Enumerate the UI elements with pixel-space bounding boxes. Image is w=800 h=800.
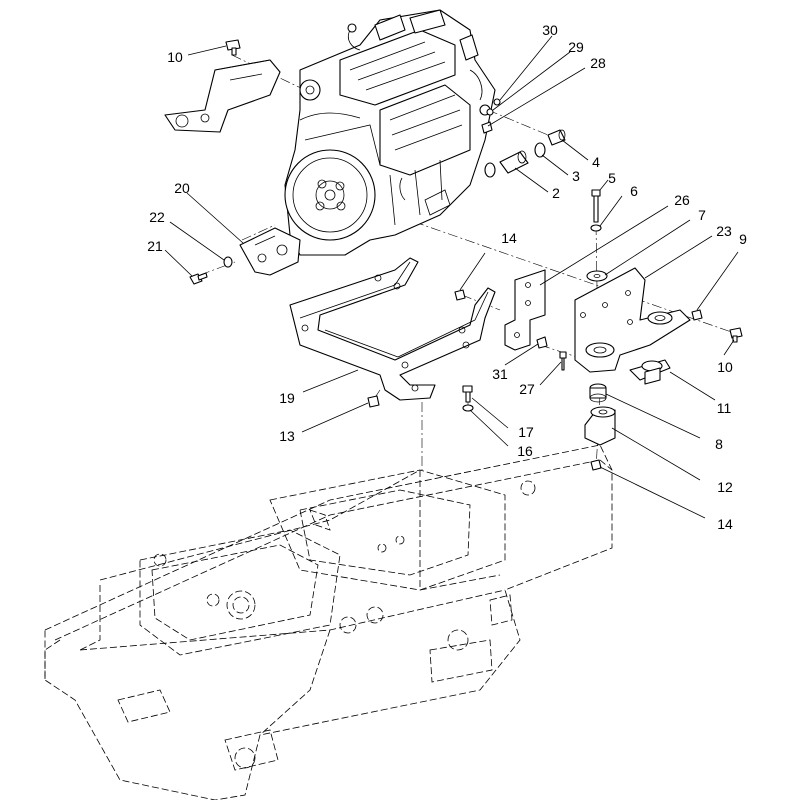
- engine-support-frame-19: [289, 257, 496, 401]
- bracket-26: [504, 269, 546, 351]
- callout-6: 6: [630, 183, 638, 199]
- callout-11: 11: [717, 400, 732, 416]
- bolt-27: [559, 351, 567, 371]
- washer-7: [586, 270, 608, 282]
- callout-4: 4: [592, 154, 600, 170]
- callout-26: 26: [674, 192, 690, 208]
- callout-12: 12: [717, 479, 733, 495]
- callout-19: 19: [279, 390, 295, 406]
- bushing-4: [547, 129, 566, 146]
- callout-31: 31: [492, 366, 508, 382]
- callout-21: 21: [147, 238, 163, 254]
- bolt-10-lower: [729, 327, 743, 343]
- washer-22: [223, 256, 233, 268]
- callout-20: 20: [174, 180, 190, 196]
- callout-9: 9: [739, 231, 747, 247]
- spacer-2: [499, 150, 529, 174]
- callout-27: 27: [519, 381, 535, 397]
- spacer-8: [589, 383, 607, 403]
- callout-13: 13: [279, 428, 295, 444]
- isolator-11: [629, 359, 671, 385]
- callout-labels: 30 29 28 10 4 3 2 5 6 26 7 23 9 20 22 21…: [147, 22, 747, 532]
- nut-13: [367, 395, 380, 408]
- isolator-12: [584, 406, 616, 446]
- chassis-frame-phantom: [44, 444, 613, 800]
- callout-10-upper: 10: [167, 49, 183, 65]
- bolt-10-upper: [225, 39, 241, 56]
- callout-3: 3: [572, 168, 580, 184]
- leader-lines: [164, 35, 739, 519]
- nut-14-lower: [590, 459, 602, 471]
- callout-5: 5: [608, 170, 616, 186]
- callout-14-upper: 14: [501, 230, 517, 246]
- bolt-5: [591, 189, 601, 223]
- engine-mount-bracket-left: [164, 59, 281, 133]
- callout-23: 23: [716, 223, 732, 239]
- callout-16: 16: [517, 443, 533, 459]
- washer-16: [462, 404, 474, 412]
- bolt-21: [189, 272, 208, 285]
- callout-17: 17: [518, 424, 534, 440]
- callout-7: 7: [698, 207, 706, 223]
- callout-28: 28: [590, 55, 606, 71]
- callout-30: 30: [542, 22, 558, 38]
- callout-2: 2: [552, 185, 560, 201]
- nut-14-upper: [454, 289, 466, 301]
- bracket-20: [239, 227, 301, 276]
- callout-10-lower: 10: [717, 359, 733, 375]
- callout-14-lower: 14: [717, 516, 733, 532]
- washer-3: [484, 142, 546, 178]
- bolt-17: [462, 385, 473, 403]
- callout-29: 29: [568, 39, 584, 55]
- mount-plate-23: [574, 267, 691, 373]
- callout-8: 8: [715, 436, 723, 452]
- callout-22: 22: [149, 209, 165, 225]
- washer-6: [590, 224, 602, 232]
- engine-assembly: [284, 9, 496, 256]
- nut-9: [691, 309, 703, 321]
- bolt-31: [536, 336, 548, 349]
